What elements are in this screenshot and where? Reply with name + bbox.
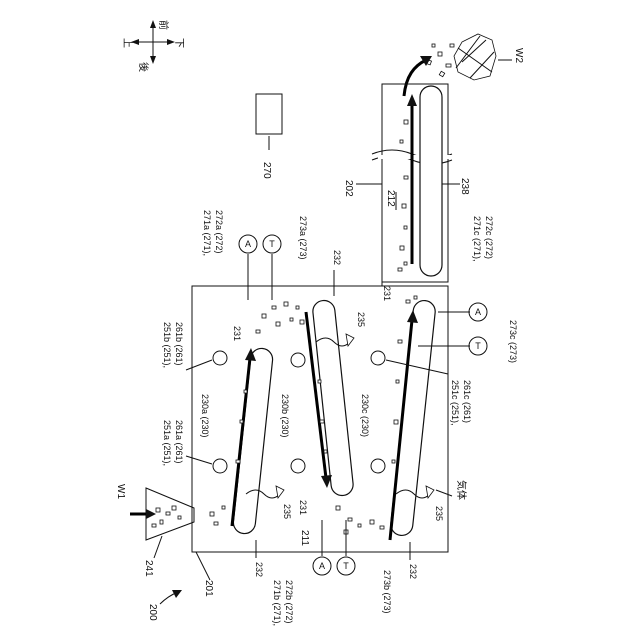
belt-230a <box>232 347 273 534</box>
roller-231-c: 231 <box>382 286 392 301</box>
sensor-a-line1: 271a (271), <box>202 210 212 256</box>
sensor-group-b: A T 271b (271), 272b (272) 273b (273) <box>272 520 392 626</box>
sensor-t-top: T <box>269 239 275 249</box>
nozzle-b-line2: 261b (261) <box>174 322 184 366</box>
hopper-label: 241 <box>143 560 154 577</box>
sensor-c-line2: 272c (272) <box>484 216 494 259</box>
sensor-t-bottom: T <box>343 561 349 571</box>
compass-down: 下 <box>173 38 184 48</box>
sensor-t273b: 273b (273) <box>382 570 392 614</box>
product-w2: W2 <box>425 34 524 80</box>
w2-label: W2 <box>513 48 524 63</box>
sensor-c-line1: 271c (271), <box>472 216 482 262</box>
controller-label: 270 <box>261 162 272 179</box>
sensor-b-line1: 271b (271), <box>272 580 282 626</box>
chamber-202-label: 202 <box>343 180 354 197</box>
sensor-b-line2: 272b (272) <box>284 580 294 624</box>
sensor-t-right: T <box>475 341 481 351</box>
nozzle-c-line2: 261c (261) <box>462 380 472 423</box>
compass-back: 後 <box>137 62 150 72</box>
space-212-label: 212 <box>385 190 396 207</box>
chamber-201-label: 201 <box>203 580 214 597</box>
sensor-a-top: A <box>245 239 251 249</box>
gas-235-b: 235 <box>356 312 366 327</box>
sensor-a-right: A <box>475 307 481 317</box>
compass-front: 前 <box>157 20 170 30</box>
sensor-t273a: 273a (273) <box>298 216 308 260</box>
gas-label: 気体 <box>455 480 468 500</box>
nozzle-a-line1: 251a (251), <box>162 420 172 466</box>
hopper-241: 241 <box>143 488 194 577</box>
sensor-t273c: 273c (273) <box>508 320 518 363</box>
fragments-238 <box>398 120 408 271</box>
nozzle-a-line2: 261a (261) <box>174 420 184 464</box>
gas-235-a: 235 <box>282 504 292 519</box>
belt-230a-label: 230a (230) <box>200 394 210 438</box>
roller-232-c: 232 <box>408 564 418 579</box>
roller-232-b: 232 <box>332 250 342 265</box>
compass: 前 後 上 下 <box>121 20 184 72</box>
w1-label: W1 <box>115 484 126 499</box>
nozzle-c-line1: 251c (251), <box>450 380 460 426</box>
roller-232-a: 232 <box>254 562 264 577</box>
roller-231-b: 231 <box>298 500 308 515</box>
sensor-a-bottom: A <box>319 561 325 571</box>
belt-230b <box>312 299 354 496</box>
belt-230c <box>390 299 437 536</box>
roller-231-a: 231 <box>232 326 242 341</box>
gas-235-c: 235 <box>434 506 444 521</box>
space-211-label: 211 <box>299 530 310 546</box>
controller-box <box>256 94 282 134</box>
system-label: 200 <box>147 604 158 621</box>
compass-up: 上 <box>121 38 133 48</box>
sensor-a-line2: 272a (272) <box>214 210 224 254</box>
belt-238: 238 <box>420 86 470 276</box>
nozzle-b-line1: 251b (251), <box>162 322 172 368</box>
belt-230c-label: 230c (230) <box>360 394 370 437</box>
belt-230b-label: 230b (230) <box>280 394 290 438</box>
belt-238-label: 238 <box>459 178 470 195</box>
